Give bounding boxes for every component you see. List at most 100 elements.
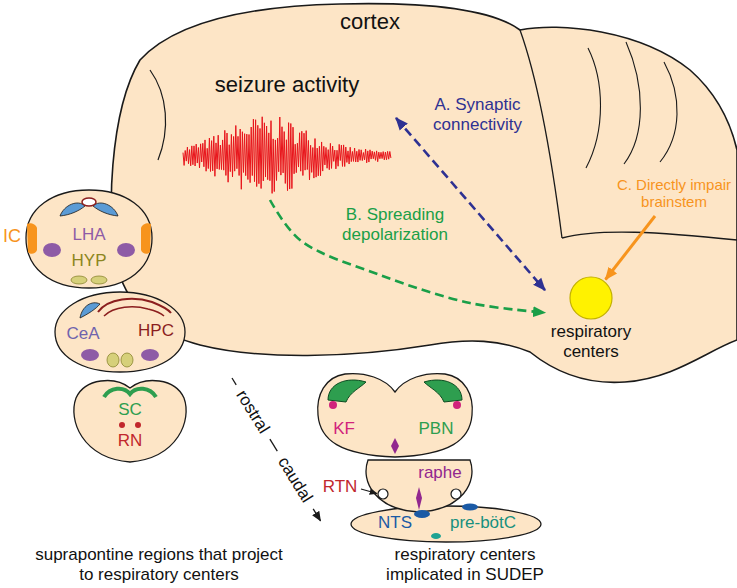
region-label: raphe xyxy=(418,463,461,483)
region-label: cortex xyxy=(340,9,400,34)
seizure-trace-box: seizure activity xyxy=(178,70,396,200)
caption-text: respiratory centers implicated in SUDEP xyxy=(380,545,550,584)
caption-text: suprapontine regions that project to res… xyxy=(30,545,288,584)
hypothalamus xyxy=(107,353,119,367)
solitary-nucleus xyxy=(414,510,430,518)
region-label: RN xyxy=(118,431,143,451)
hypothalamus xyxy=(91,276,107,284)
prebotzinger-complex xyxy=(431,533,441,539)
retrotrapezoid-nucleus xyxy=(378,489,388,499)
pathway-arrow xyxy=(270,200,545,313)
label-box: PBN xyxy=(419,419,454,439)
region-label: IC xyxy=(3,226,21,247)
insular-cortex xyxy=(27,223,37,254)
region-label: RTN xyxy=(323,477,358,497)
brain-outline xyxy=(111,4,737,383)
edge-label-box: A. Synaptic connectivity xyxy=(425,95,530,134)
hypothalamus xyxy=(121,353,133,367)
solitary-nucleus xyxy=(462,504,478,511)
cerebellum-folia xyxy=(660,62,677,162)
coronal-section xyxy=(55,292,185,372)
region-label: HPC xyxy=(138,321,174,341)
label-box: IC xyxy=(3,226,21,247)
hippocampus xyxy=(98,299,171,313)
mechanism-label: C. Directly impair brainstem xyxy=(614,176,734,211)
eeg-trace xyxy=(183,117,391,194)
region-label: pre-bötC xyxy=(450,513,516,533)
raphe-nucleus xyxy=(391,438,399,454)
olfactory-line xyxy=(150,70,166,160)
raphe-nucleus xyxy=(416,487,422,510)
label-box: suprapontine regions that project to res… xyxy=(30,545,288,584)
axis-line xyxy=(270,439,277,451)
kolliker-fuse xyxy=(329,401,337,409)
axis-line xyxy=(232,378,236,385)
axis-line xyxy=(313,509,320,521)
parabrachial-nucleus xyxy=(424,380,462,402)
ventricle xyxy=(80,303,100,318)
respiratory-center-disc xyxy=(570,277,612,319)
lateral-hypothalamus xyxy=(117,243,135,257)
mechanism-label: A. Synaptic connectivity xyxy=(425,95,530,134)
label-box: pre-bötC xyxy=(450,513,516,533)
label-box: CeA xyxy=(66,324,99,344)
label-box: raphe xyxy=(418,463,461,483)
pathway-arrow xyxy=(396,118,545,290)
mechanism-label: B. Spreading depolarization xyxy=(335,205,455,244)
impair-arrow xyxy=(606,216,656,280)
region-label: NTS xyxy=(378,513,412,533)
parabrachial-nucleus xyxy=(328,380,366,402)
label-box: SC xyxy=(118,400,142,420)
hippocampus xyxy=(104,307,164,316)
coronal-section xyxy=(26,190,152,288)
label-box: HPC xyxy=(138,321,174,341)
region-label: HYP xyxy=(72,251,107,271)
region-label: LHA xyxy=(72,225,105,245)
axis-label: rostral xyxy=(232,387,274,437)
region-label: SC xyxy=(118,400,142,420)
brainstem-section xyxy=(318,374,473,457)
ventricle xyxy=(60,203,85,216)
label-box: KF xyxy=(333,419,355,439)
hippocampus xyxy=(82,198,96,206)
brainstem-section xyxy=(366,460,472,512)
amygdala xyxy=(141,349,159,361)
rtn-pointer xyxy=(361,489,377,494)
insular-cortex xyxy=(141,223,151,254)
retrotrapezoid-nucleus xyxy=(451,489,461,499)
label-box: rostral xyxy=(232,387,274,437)
label-box: respiratory centers implicated in SUDEP xyxy=(380,545,550,584)
region-label: PBN xyxy=(419,419,454,439)
region-label: KF xyxy=(333,419,355,439)
amygdala xyxy=(81,349,99,361)
kolliker-fuse xyxy=(453,401,461,409)
axis-label: caudal xyxy=(274,454,317,507)
edge-label-box: B. Spreading depolarization xyxy=(335,205,455,244)
cerebellum-border xyxy=(520,30,562,238)
label-box: NTS xyxy=(378,513,412,533)
node-text: seizure activity xyxy=(178,72,396,97)
cerebellum-folia xyxy=(624,42,640,164)
label-box: HYP xyxy=(72,251,107,271)
ventricle xyxy=(93,203,118,216)
respiratory-center-circle: respiratory centers xyxy=(545,276,637,363)
coronal-section xyxy=(74,381,186,462)
superior-colliculus xyxy=(104,389,156,397)
label-box: caudal xyxy=(274,454,317,507)
red-nucleus xyxy=(119,422,125,428)
brainstem-section xyxy=(351,506,541,542)
red-nucleus xyxy=(135,422,141,428)
node-text: respiratory centers xyxy=(545,322,637,361)
lateral-hypothalamus xyxy=(43,243,61,257)
cerebellum-border xyxy=(562,232,737,240)
label-box: C. Directly impair brainstem xyxy=(614,176,734,211)
label-box: LHA xyxy=(72,225,105,245)
label-box: RN xyxy=(118,431,143,451)
label-box: RTN xyxy=(323,477,358,497)
cerebellum-folia xyxy=(586,48,601,168)
label-box: cortex xyxy=(340,9,400,34)
region-label: CeA xyxy=(66,324,99,344)
